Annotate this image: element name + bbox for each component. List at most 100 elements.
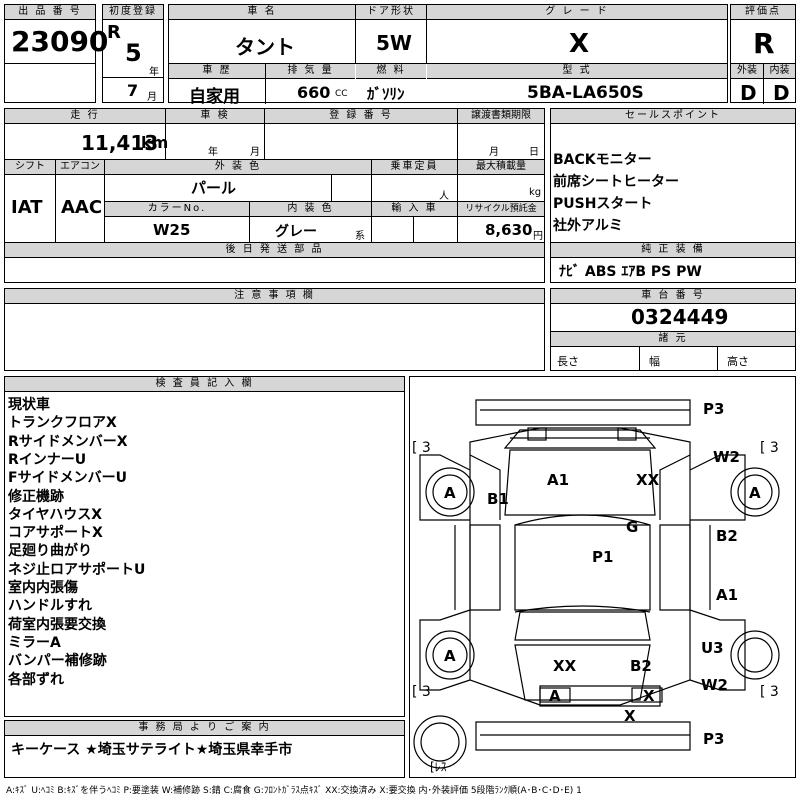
capacity-unit: 人	[439, 191, 449, 202]
damage-mark-b1: B1	[487, 490, 509, 508]
sales-point: 前席シートヒーター	[553, 174, 679, 190]
damage-mark-a-bumper: A	[549, 687, 561, 705]
vehicle-box: 車 名 ドア形状 グ レ ー ド タント 5W X 車 歴 排 気 量 燃 料 …	[168, 4, 728, 107]
tire-tread-count: [ 3	[760, 684, 779, 700]
recycle-fee: 8,630	[485, 221, 533, 239]
score-label: 評価点	[731, 5, 795, 20]
document-deadline-label: 譲渡書類期限	[458, 109, 544, 124]
width-label: 幅	[649, 355, 660, 368]
import-label: 輸 入 車	[372, 202, 457, 217]
sales-point: 社外アルミ	[553, 218, 623, 234]
inspector-note-line: 室内内張傷	[8, 580, 78, 596]
spare-tire-label: [ﾚｽ	[430, 760, 447, 774]
doc-month-unit: 月	[489, 147, 499, 158]
damage-mark-a1-right: A1	[716, 586, 738, 604]
inspector-note-line: コアサポートX	[8, 525, 103, 542]
notes-label: 注 意 事 項 欄	[5, 289, 544, 304]
inspector-note-line: 修正機跡	[8, 488, 64, 505]
car-diagram-box	[409, 376, 796, 778]
inspector-note-line: RサイドメンバーX	[8, 433, 128, 450]
shaken-year-unit: 年	[208, 147, 218, 158]
inspector-note-line: タイヤハウスX	[8, 506, 103, 523]
genuine-equipment-label: 純 正 装 備	[551, 243, 795, 258]
shift-type: IAT	[11, 197, 43, 218]
shaken-month-unit: 月	[250, 147, 260, 158]
fuel-type: ｶﾞｿﾘﾝ	[367, 85, 405, 103]
load-unit: kg	[529, 187, 542, 198]
recycle-label: リサイクル預託金	[458, 202, 544, 217]
ac-label: エアコン	[56, 160, 104, 175]
color-number-label: カラーNo.	[105, 202, 249, 217]
car-name-label: 車 名	[169, 5, 355, 20]
tire-tread-count: [ 3	[760, 440, 779, 456]
history-label: 車 歴	[169, 64, 265, 79]
inspector-note-line: 各部ずれ	[8, 671, 64, 688]
inspector-note-line: 現状車	[8, 397, 50, 413]
damage-mark-p1: P1	[592, 548, 613, 566]
doc-day-unit: 日	[529, 147, 539, 158]
chassis-number: 0324449	[631, 305, 729, 329]
interior-color-label: 内 装 色	[250, 202, 371, 217]
inspector-note-line: RインナーU	[8, 451, 87, 468]
header-section: 出 品 番 号 23090 初度登録 R 5 年 7 月 車 名 ドア形状 グ …	[4, 4, 796, 107]
damage-mark-xx-front: XX	[636, 471, 660, 489]
recycle-unit: 円	[533, 231, 543, 242]
vehicle-history: 自家用	[189, 87, 240, 107]
first-registration-box: 初度登録 R 5 年 7 月	[102, 4, 164, 103]
door-type: 5W	[376, 31, 412, 55]
cc-unit: CC	[335, 89, 348, 99]
model-code: 5BA-LA650S	[527, 83, 644, 103]
model-label: 型 式	[427, 64, 727, 79]
genuine-equipment: ﾅﾋﾞ ABS ｴｱB PS PW	[559, 264, 702, 280]
damage-mark-b2-rear: B2	[630, 657, 652, 675]
office-note: キーケース ★埼玉サテライト★埼玉県幸手市	[11, 742, 293, 758]
inspector-note-line: ハンドルすれ	[8, 598, 92, 615]
inspector-label: 検 査 員 記 入 欄	[5, 377, 404, 392]
displacement: 660	[297, 83, 331, 102]
lot-box: 出 品 番 号 23090	[4, 4, 108, 103]
sales-point: BACKモニター	[553, 152, 652, 168]
legend: A:ｷｽﾞ U:ﾍｺﾐ B:ｷｽﾞを伴うﾍｺﾐ P:要塗装 W:補修跡 S:錆 …	[6, 786, 582, 796]
inspector-box: 検 査 員 記 入 欄	[4, 376, 405, 717]
vehicle-detail-box: 走 行 車 検 登 録 番 号 譲渡書類期限 11,413 km 年 月 月 日…	[4, 108, 545, 283]
damage-mark-w2-rear: W2	[701, 676, 728, 694]
damage-mark-tire-rl: A	[444, 647, 456, 665]
sales-points-box: セールスポイント BACKモニター 前席シートヒーター PUSHスタート 社外ア…	[550, 108, 796, 283]
exterior-color-label: 外 装 色	[105, 160, 371, 175]
capacity-label: 乗車定員	[372, 160, 457, 175]
interior-color-suffix: 系	[355, 231, 365, 242]
damage-mark-x-bumper: X	[643, 687, 655, 705]
year-unit: 年	[149, 67, 159, 78]
score: R	[753, 27, 775, 60]
damage-mark-p3-bottom: P3	[703, 730, 724, 748]
interior-color: グレー	[275, 224, 317, 240]
chassis-number-label: 車 台 番 号	[551, 289, 795, 304]
inspector-note-line: 足廻り曲がり	[8, 543, 92, 560]
notes-box: 注 意 事 項 欄	[4, 288, 545, 371]
shaken-label: 車 検	[166, 109, 264, 124]
inspector-note-line: 荷室内張要交換	[8, 616, 106, 633]
damage-mark-b2-right: B2	[716, 527, 738, 545]
tire-tread-count: [ 3	[412, 440, 431, 456]
lot-label: 出 品 番 号	[5, 5, 95, 20]
registration-month: 7	[127, 81, 139, 100]
grade: X	[569, 29, 590, 59]
fuel-label: 燃 料	[356, 64, 426, 79]
registration-number-label: 登 録 番 号	[265, 109, 457, 124]
cc-label: 排 気 量	[266, 64, 355, 79]
height-label: 高さ	[727, 355, 749, 368]
exterior-color: パール	[191, 179, 237, 197]
damage-mark-xx-rear: XX	[553, 657, 577, 675]
ac-type: AAC	[61, 197, 103, 218]
damage-mark-g: G	[626, 518, 638, 536]
mileage-label: 走 行	[5, 109, 165, 124]
damage-mark-p3-top: P3	[703, 400, 724, 418]
damage-mark-tire-fr: A	[749, 484, 761, 502]
inspector-note-line: ネジ止ロアサポートU	[8, 561, 146, 578]
sales-points-label: セールスポイント	[551, 109, 795, 124]
damage-mark-w2-top: W2	[713, 448, 740, 466]
exterior-grade: D	[740, 81, 757, 105]
damage-mark-x-lower: X	[624, 707, 636, 725]
spec-label: 諸 元	[551, 332, 795, 347]
